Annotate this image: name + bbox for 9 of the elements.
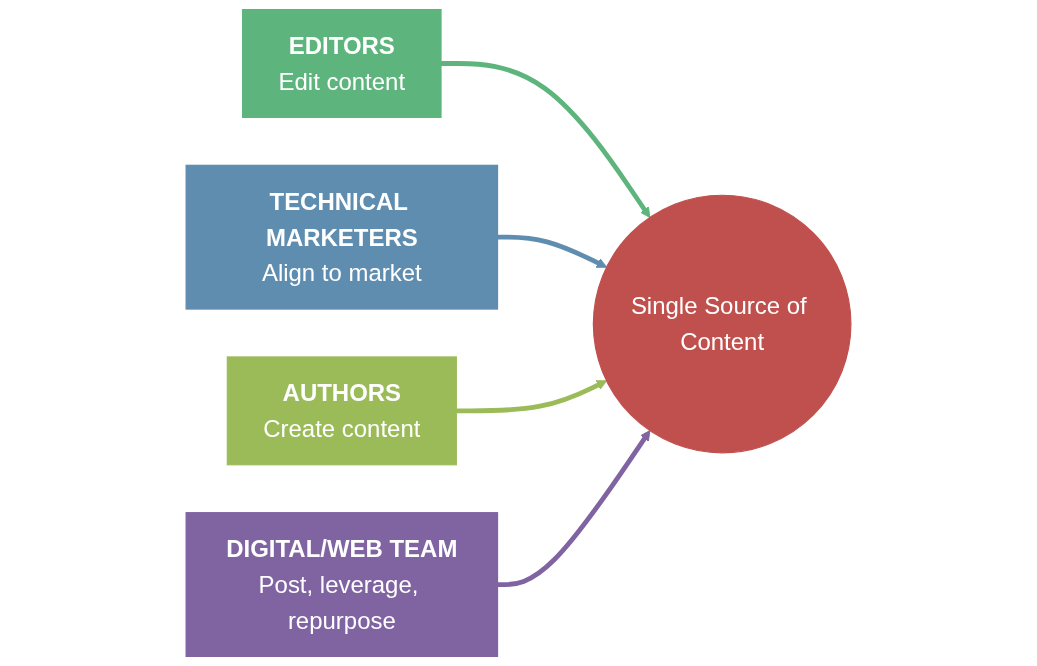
node-box: AUTHORS Create content xyxy=(226,356,457,466)
node-box: DIGITAL/WEB TEAM Post, leverage, repurpose xyxy=(185,512,499,657)
arrow xyxy=(497,234,608,268)
node-box: EDITORS Edit content xyxy=(242,9,442,118)
arrow xyxy=(456,380,608,414)
arrow xyxy=(497,430,651,587)
arrow xyxy=(441,61,651,218)
node-circle: Single Source of Content xyxy=(592,194,852,454)
node-box: TECHNICAL MARKETERS Align to market xyxy=(185,164,499,310)
